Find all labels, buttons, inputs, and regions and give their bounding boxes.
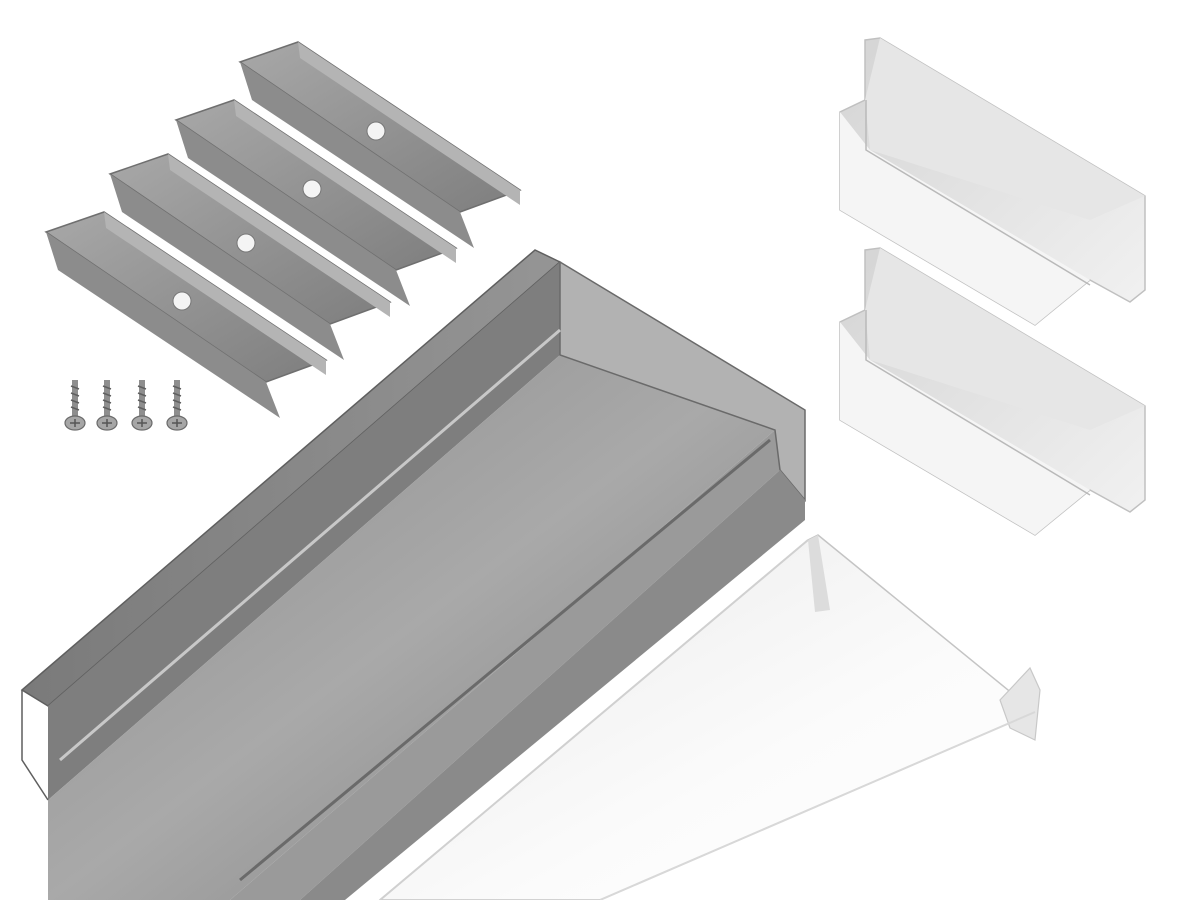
diffuser-cover <box>378 534 1041 900</box>
screws <box>64 380 188 431</box>
end-caps <box>839 37 1146 536</box>
aluminium-channel-profile <box>20 249 806 900</box>
mounting-clips <box>44 41 522 418</box>
screw <box>96 380 118 431</box>
screw <box>166 380 188 431</box>
mounting-clip <box>238 41 522 248</box>
screw <box>131 380 153 431</box>
end-cap <box>839 247 1146 536</box>
mounting-clip <box>44 211 328 418</box>
end-cap <box>839 37 1146 326</box>
screw <box>64 380 86 431</box>
mounting-clip <box>174 99 458 306</box>
mounting-clip <box>108 153 392 360</box>
